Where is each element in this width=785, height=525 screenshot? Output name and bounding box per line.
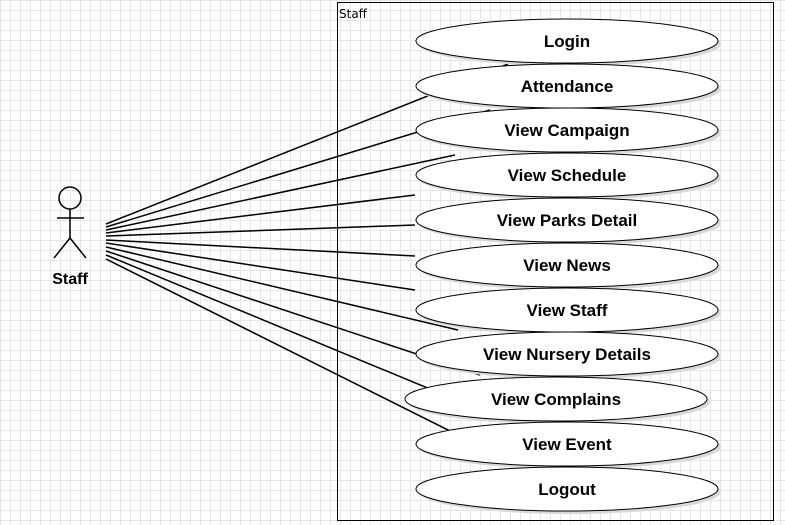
stick-figure-icon xyxy=(53,186,87,259)
use-case-label: View Complains xyxy=(491,390,621,409)
use-case-label: View Campaign xyxy=(504,121,629,140)
use-case-view-campaign: View Campaign xyxy=(415,107,721,155)
use-case-view-nursery-details: View Nursery Details xyxy=(415,331,721,379)
use-case-ellipse xyxy=(415,107,719,153)
system-boundary-label: Staff xyxy=(339,7,368,21)
use-case-view-complains: View Complains xyxy=(404,376,710,424)
use-case-ellipse xyxy=(404,376,708,422)
use-case-view-staff: View Staff xyxy=(415,287,721,335)
use-case-logout: Logout xyxy=(415,466,721,514)
association-line xyxy=(105,194,416,234)
use-case-view-event: View Event xyxy=(415,421,721,469)
use-case-ellipse xyxy=(415,242,719,288)
use-case-view-schedule: View Schedule xyxy=(415,152,721,200)
actor-staff: Staff xyxy=(52,186,88,288)
use-case-ellipse xyxy=(415,331,719,377)
use-case-view-news: View News xyxy=(415,242,721,290)
use-case-ellipse xyxy=(415,197,719,243)
actor-label: Staff xyxy=(52,271,88,288)
association-line xyxy=(105,224,416,237)
use-case-label: View Nursery Details xyxy=(483,345,651,364)
system-boundary xyxy=(337,2,774,521)
use-case-label: View News xyxy=(523,256,611,275)
use-case-label: View Schedule xyxy=(508,166,627,185)
use-case-ellipse xyxy=(415,466,719,512)
use-case-label: View Staff xyxy=(527,301,608,320)
use-case-ellipse xyxy=(415,152,719,198)
association-line xyxy=(105,154,456,231)
use-case-ellipse xyxy=(415,421,719,467)
association-line xyxy=(105,242,416,291)
use-case-label: Attendance xyxy=(521,77,614,96)
use-case-label: View Parks Detail xyxy=(497,211,638,230)
use-case-label: Logout xyxy=(538,480,596,499)
use-case-login: Login xyxy=(415,18,721,66)
use-case-attendance: Attendance xyxy=(415,63,721,111)
use-case-ellipse xyxy=(415,18,719,64)
association-line xyxy=(105,239,416,257)
use-case-label: View Event xyxy=(522,435,612,454)
use-case-view-parks-detail: View Parks Detail xyxy=(415,197,721,245)
association-line xyxy=(105,246,459,331)
use-case-label: Login xyxy=(544,32,590,51)
